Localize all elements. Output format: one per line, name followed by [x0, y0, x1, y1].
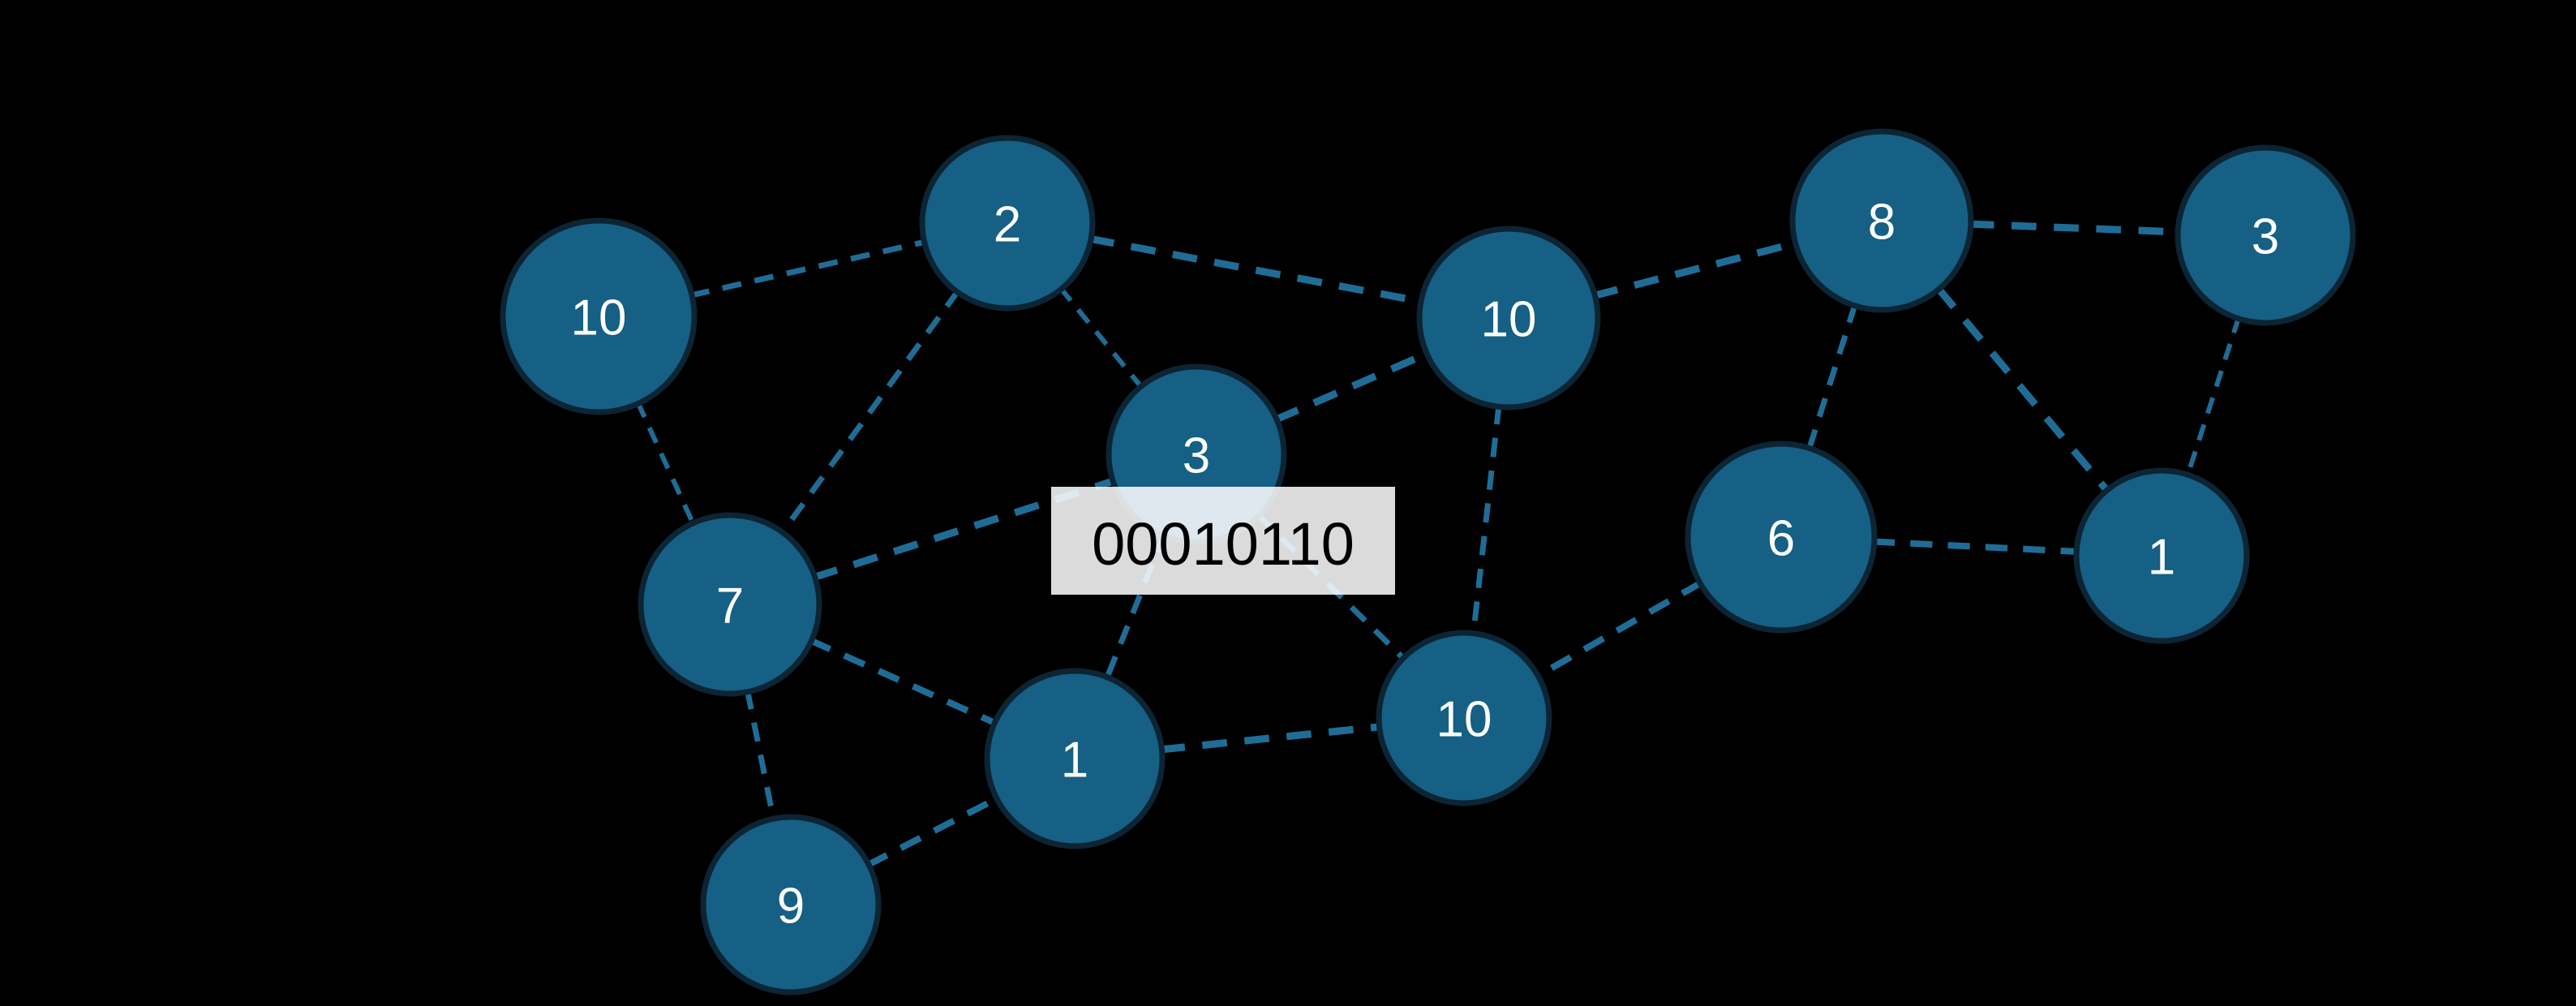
node-label: 10 [571, 290, 627, 346]
node-circle[interactable] [638, 512, 822, 697]
graph-node[interactable]: 9 [700, 814, 882, 995]
graph-edge [1058, 286, 1144, 389]
node-circle[interactable] [500, 217, 698, 415]
node-circle[interactable] [2175, 144, 2356, 326]
graph-edge [1535, 579, 1703, 680]
graph-node[interactable]: 10 [1416, 226, 1601, 411]
node-label: 3 [1183, 428, 1210, 484]
node-circle[interactable] [1789, 128, 1974, 313]
node-circle[interactable] [1685, 441, 1878, 634]
node-circle[interactable] [2073, 467, 2250, 644]
graph-edge [1872, 538, 2079, 555]
node-label: 3 [2252, 209, 2279, 265]
graph-edge [1968, 220, 2180, 236]
node-label: 2 [994, 197, 1021, 253]
graph-edge [808, 637, 998, 727]
annotation-layer: 00010110 [1051, 487, 1395, 595]
nodes-layer: 10 2 10 8 3 3 6 1 7 1 10 9 [500, 128, 2356, 995]
edges-layer [635, 220, 2242, 869]
node-label: 1 [2148, 530, 2175, 586]
graph-edge [1159, 723, 1382, 754]
graph-edge [1805, 303, 1858, 451]
graph-edge [1104, 533, 1167, 680]
node-circle[interactable] [1376, 630, 1552, 806]
node-label: 6 [1767, 511, 1795, 567]
graph-edge [1934, 286, 2111, 494]
graph-edge [689, 239, 927, 299]
graph-node[interactable]: 1 [984, 668, 1166, 849]
node-label: 1 [1061, 733, 1088, 789]
graph-node[interactable]: 10 [500, 217, 698, 415]
edge-label-text: 00010110 [1092, 510, 1355, 578]
graph-edge [635, 401, 696, 526]
graph-node[interactable]: 10 [1376, 630, 1552, 806]
graph-node[interactable]: 2 [919, 135, 1096, 312]
node-circle[interactable] [919, 135, 1096, 312]
node-circle[interactable] [1416, 226, 1601, 411]
node-label: 8 [1868, 195, 1896, 251]
graph-edge [2184, 316, 2242, 477]
graph-edge [1088, 234, 1423, 306]
graph-edge [1592, 239, 1798, 300]
node-label: 9 [777, 879, 805, 935]
node-circle[interactable] [984, 668, 1166, 849]
node-circle[interactable] [700, 814, 882, 995]
node-label: 7 [716, 578, 744, 634]
graph-edge [1470, 404, 1502, 636]
graph-edge [745, 690, 777, 821]
node-label: 10 [1436, 692, 1492, 748]
graph-edge [865, 794, 1000, 869]
graph-node[interactable]: 6 [1685, 441, 1878, 634]
graph-node[interactable]: 3 [2175, 144, 2356, 326]
graph-node[interactable]: 7 [638, 512, 822, 697]
edge-label-box [1051, 487, 1395, 595]
graph-node[interactable]: 1 [2073, 467, 2250, 644]
graph-edge [779, 289, 961, 535]
graph-edge [1273, 350, 1430, 423]
node-label: 10 [1481, 292, 1537, 348]
graph-node[interactable]: 8 [1789, 128, 1974, 313]
